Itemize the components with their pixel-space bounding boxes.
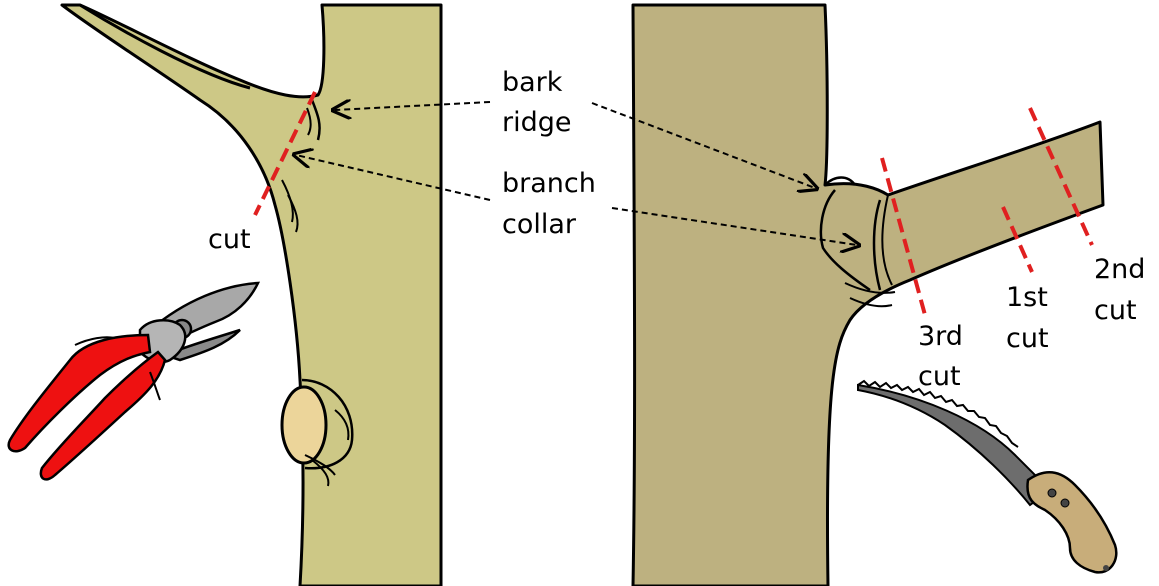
second-cut-label-line1: 2nd [1094,254,1145,285]
first-cut-label-line2: cut [1006,323,1049,354]
cut-label: cut [208,224,251,255]
branch-collar-label-line2: collar [502,209,577,240]
first-cut-label-line1: 1st [1006,282,1048,313]
pruning-shears-icon [9,283,258,479]
bark-ridge-label-line2: ridge [502,107,572,138]
bark-ridge-label-line1: bark [502,67,563,98]
third-cut-label-line1: 3rd [918,321,963,352]
branch-collar-label-line1: branch [502,168,596,199]
third-cut-label-line2: cut [918,361,961,392]
second-cut-label-line2: cut [1094,295,1137,326]
pruning-saw-icon [858,381,1116,572]
saw-handle [1027,472,1116,572]
